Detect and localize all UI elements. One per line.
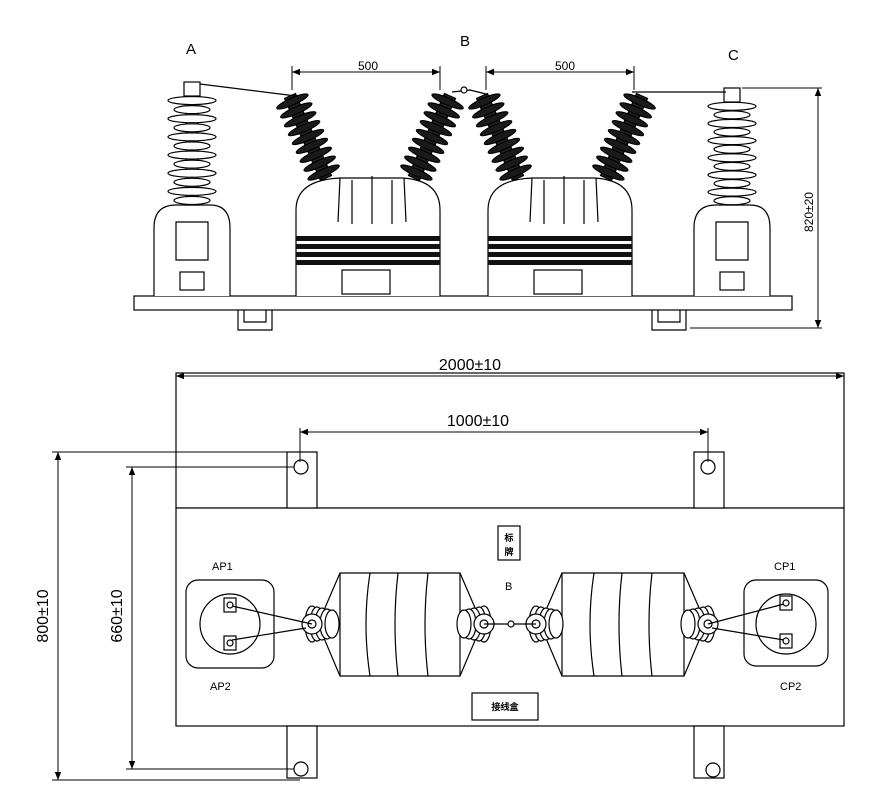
front-view bbox=[133, 66, 822, 331]
dim-1000-spacing: 1000±10 bbox=[447, 413, 509, 430]
terminal-ap2-label: AP2 bbox=[210, 681, 231, 693]
plan-phase-b-label: B bbox=[505, 581, 512, 593]
nameplate-label-2: 牌 bbox=[504, 546, 513, 558]
lead-a bbox=[199, 83, 297, 97]
plan-frame-top bbox=[175, 372, 845, 509]
phase-c-unit bbox=[693, 87, 771, 296]
phase-a-insulator-sheds bbox=[167, 95, 217, 206]
junction-box-label: 接线盒 bbox=[491, 701, 519, 713]
nameplate-box bbox=[497, 525, 521, 561]
tank-right bbox=[468, 92, 656, 296]
mount-foot-left bbox=[237, 310, 273, 331]
phase-c-label: C bbox=[728, 47, 739, 64]
dim-660-depth: 660±10 bbox=[109, 589, 126, 642]
mount-foot-right bbox=[651, 310, 687, 331]
ap-terminal-box bbox=[185, 579, 275, 669]
cp-terminal-box bbox=[743, 579, 829, 667]
plan-view bbox=[52, 372, 845, 781]
junction-box bbox=[471, 692, 539, 721]
terminal-cp1-label: CP1 bbox=[774, 561, 795, 573]
dim-500-right: 500 bbox=[555, 59, 575, 73]
phase-b-label: B bbox=[460, 33, 470, 50]
nameplate-label: 标 bbox=[503, 532, 513, 544]
dim-500-left: 500 bbox=[358, 59, 378, 73]
dim-820-height: 820±20 bbox=[802, 192, 816, 232]
tank-left bbox=[276, 92, 464, 296]
phase-c-insulator-sheds bbox=[707, 101, 757, 206]
base-plate bbox=[133, 295, 793, 311]
dim-800-depth: 800±10 bbox=[35, 589, 52, 642]
phase-a-label: A bbox=[186, 41, 196, 58]
dim-2000-width: 2000±10 bbox=[439, 357, 501, 374]
phase-a-unit bbox=[153, 81, 231, 296]
terminal-cp2-label: CP2 bbox=[780, 681, 801, 693]
plan-tank-left bbox=[317, 572, 483, 677]
lead-b bbox=[451, 89, 487, 95]
terminal-ap1-label: AP1 bbox=[212, 561, 233, 573]
